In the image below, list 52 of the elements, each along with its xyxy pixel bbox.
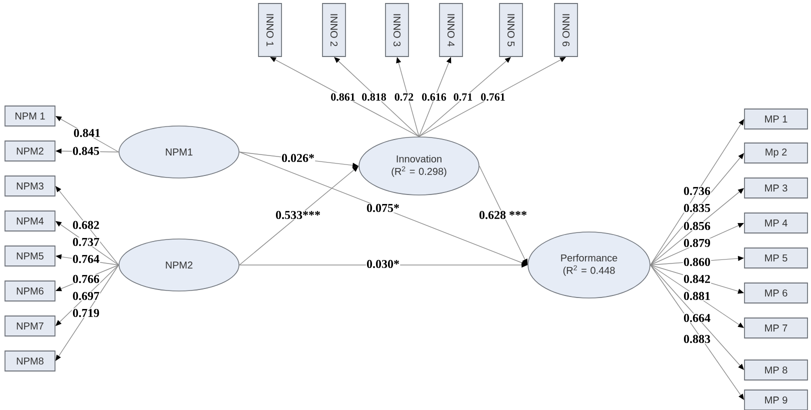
indicator-box: INNO 6 [554,3,578,57]
edge-label: 0.879 [682,238,712,248]
edge-label: 0.764 [72,254,100,264]
edge-label: 0.719 [72,308,100,318]
edge-label: 0.075* [366,203,400,213]
indicator-box: INNO 3 [385,3,409,57]
edge-label: 0.860 [682,257,712,267]
edge-label: 0.664 [682,313,712,323]
indicator-box: NPM8 [4,350,56,372]
edge-label: 0.761 [480,92,506,102]
edge-label: 0.71 [452,92,474,102]
indicator-box: MP 6 [744,282,808,304]
indicator-box: MP 9 [744,390,808,410]
indicator-box: NPM6 [4,280,56,302]
indicator-box: NPM7 [4,316,56,336]
edge-label: 0.616 [421,92,447,102]
arrow [479,166,528,265]
edge-label: 0.883 [682,334,712,344]
indicator-box: INNO 1 [258,3,282,57]
indicator-box: NPM5 [4,246,56,266]
edge-label: 0.842 [682,274,712,284]
edge-label: 0.856 [682,221,712,231]
indicator-box: NPM2 [4,140,56,162]
indicator-box: MP 5 [744,248,808,268]
edge-label: 0.818 [361,92,387,102]
indicator-box: MP 7 [744,318,808,338]
edge-label: 0.766 [72,274,100,284]
indicator-box: Mp 2 [744,142,808,164]
edge-label: 0.628 *** [478,210,528,220]
indicator-box: NPM3 [4,176,56,196]
edge-label: 0.697 [72,291,100,301]
edge-label: 0.026* [280,153,316,163]
indicator-box: INNO 5 [499,3,523,57]
edge-label: 0.737 [72,237,100,247]
edge-label: 0.030* [366,259,400,269]
indicator-box: MP 3 [744,178,808,198]
indicator-box: INNO 2 [322,3,346,57]
indicator-box: INNO 4 [439,3,463,57]
indicator-box: MP 8 [744,360,808,380]
edge-label: 0.533*** [274,210,322,220]
indicator-box: NPM 1 [4,106,56,126]
edge-label: 0.861 [330,92,356,102]
edge-label: 0.736 [682,186,712,196]
edge-label: 0.682 [72,220,100,230]
edge-label: 0.835 [682,203,712,213]
edge-label: 0.881 [682,291,712,301]
edge-label: 0.845 [72,146,100,156]
edge-label: 0.841 [72,128,102,138]
edge-label: 0.72 [394,92,414,102]
indicator-box: MP 1 [744,108,808,130]
indicator-box: MP 4 [744,212,808,234]
indicator-box: NPM4 [4,210,56,232]
